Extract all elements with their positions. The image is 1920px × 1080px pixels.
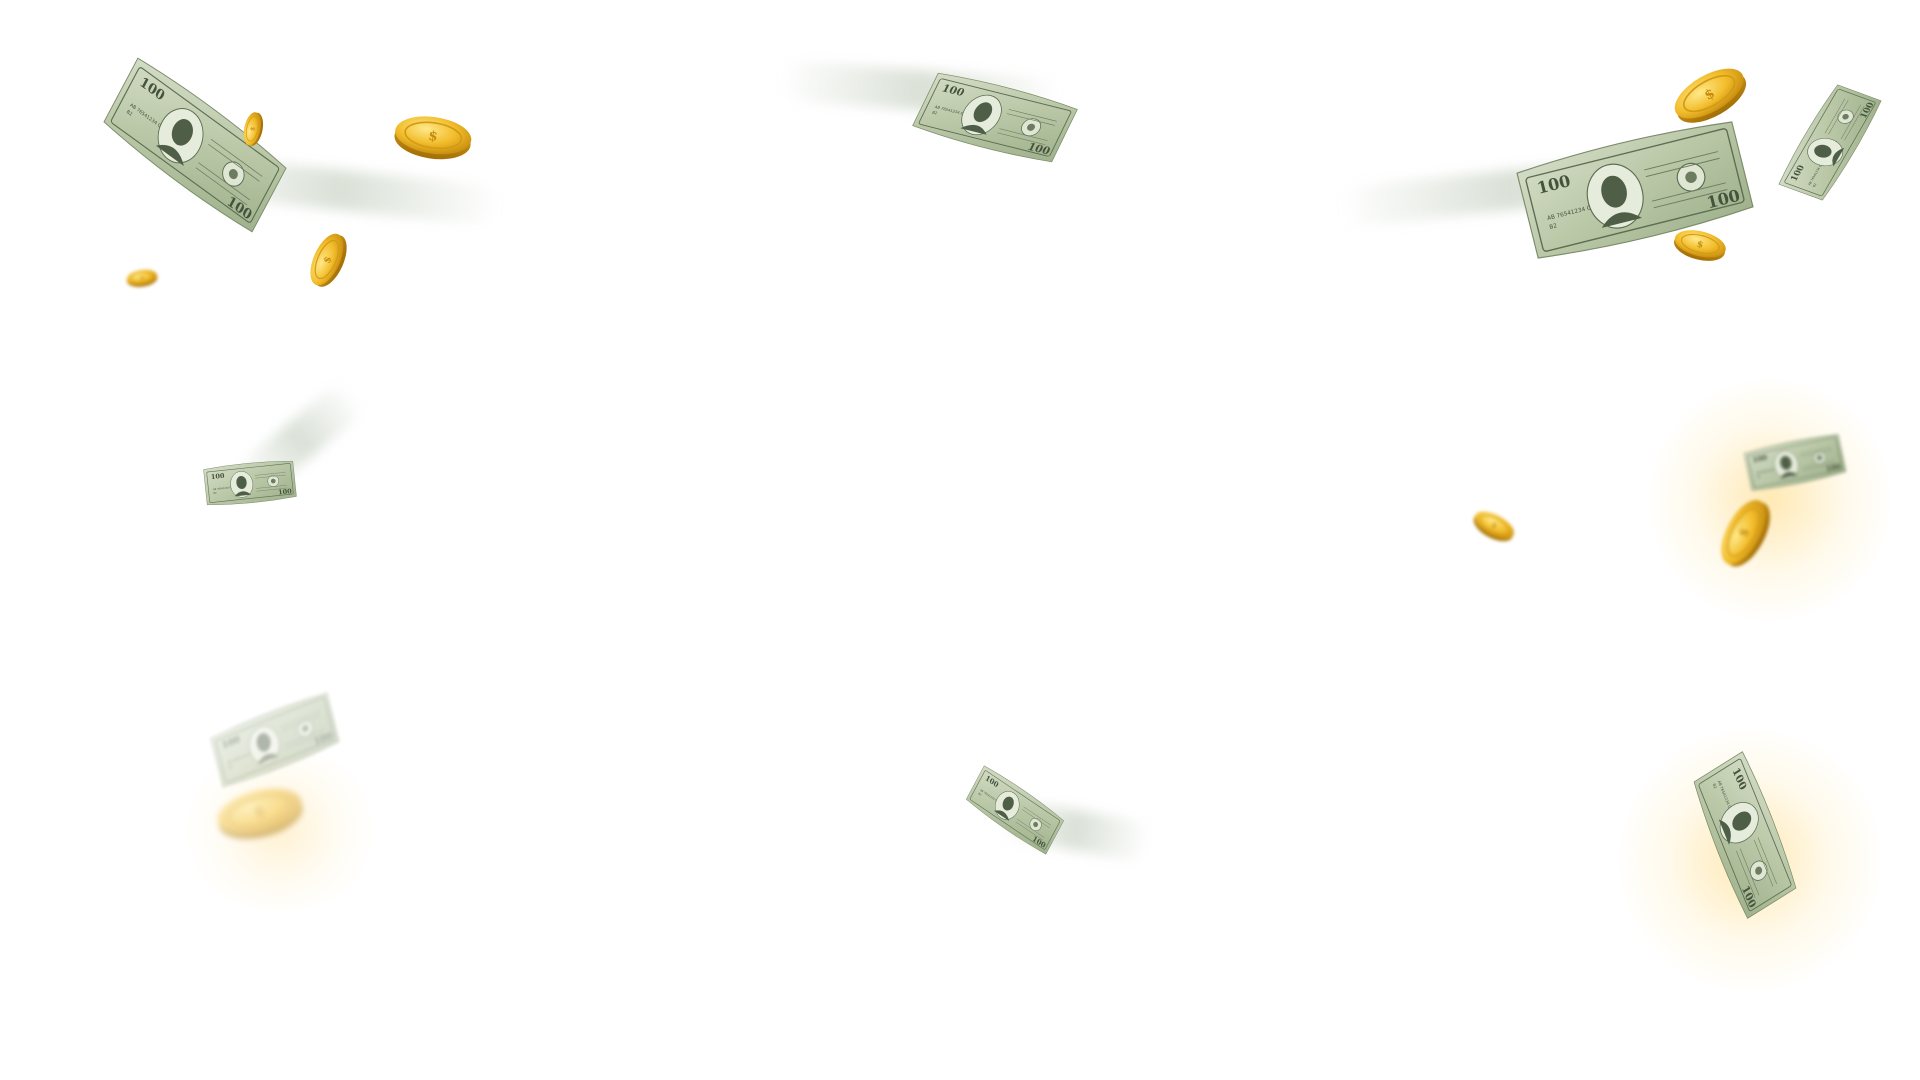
gold-coin-icon: [375, 105, 491, 170]
gold-glow: [1650, 380, 1890, 620]
hundred-dollar-bill-icon: [905, 65, 1084, 170]
hundred-dollar-bill-icon: [959, 755, 1071, 864]
hundred-dollar-bill-icon: [1759, 76, 1900, 209]
hundred-dollar-bill-icon: [96, 49, 293, 241]
gold-coin-icon: [295, 216, 360, 304]
gold-coin-icon: [117, 265, 167, 291]
gold-coin-icon: [1459, 499, 1529, 554]
hundred-dollar-bill-icon: [193, 456, 307, 509]
gold-coin-icon: [1657, 219, 1743, 271]
